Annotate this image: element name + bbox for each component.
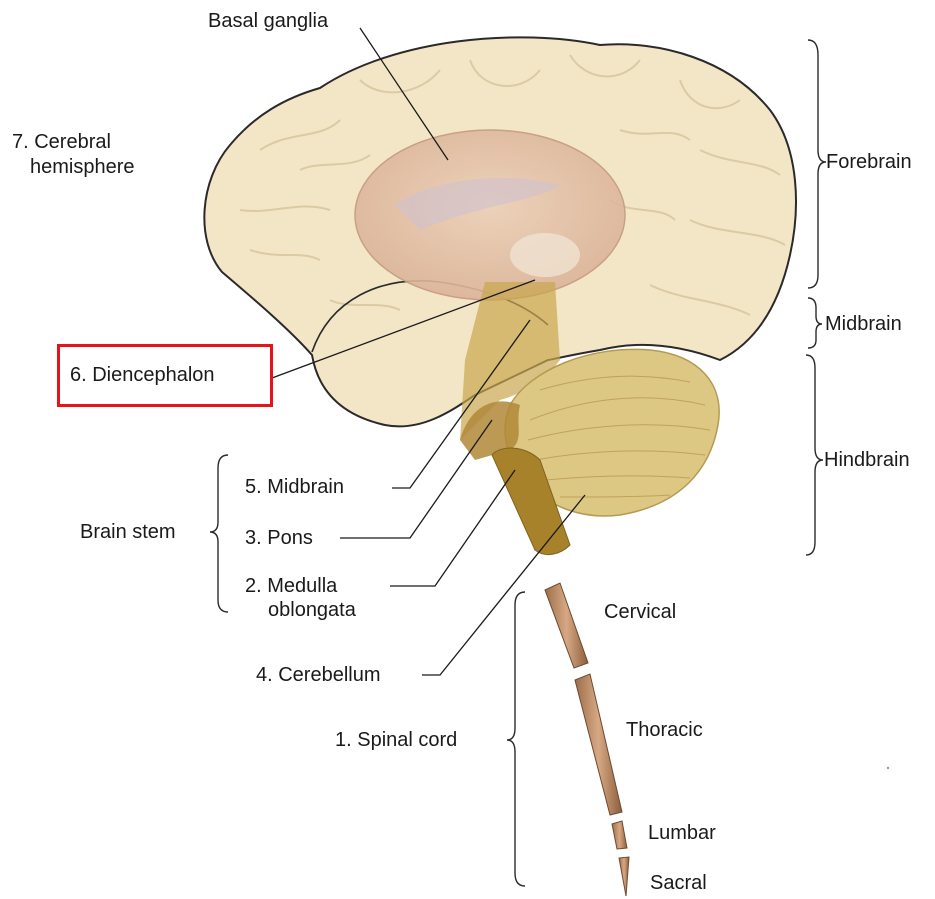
label-midbrain-division: Midbrain: [825, 313, 902, 336]
label-medulla-line1: 2. Medulla: [245, 575, 337, 598]
label-midbrain-numbered: 5. Midbrain: [245, 476, 344, 499]
bracket-hindbrain: [806, 355, 823, 555]
label-sacral: Sacral: [650, 872, 707, 895]
bracket-midbrain: [808, 298, 822, 348]
speck: [887, 767, 889, 769]
label-basal-ganglia: Basal ganglia: [208, 10, 328, 33]
label-cervical: Cervical: [604, 601, 676, 624]
bracket-spinal-cord: [507, 592, 525, 886]
bracket-forebrain: [808, 40, 826, 288]
spinal-cord-cervical: [545, 583, 588, 668]
label-pons: 3. Pons: [245, 527, 313, 550]
thalamus: [510, 233, 580, 277]
label-diencephalon: 6. Diencephalon: [70, 364, 215, 387]
label-thoracic: Thoracic: [626, 719, 703, 742]
label-lumbar: Lumbar: [648, 822, 716, 845]
bracket-brain-stem: [210, 455, 228, 612]
label-cerebellum: 4. Cerebellum: [256, 664, 381, 687]
label-cerebral-hemisphere-line1: 7. Cerebral: [12, 131, 111, 154]
spinal-cord-lumbar: [612, 821, 627, 849]
label-medulla-line2: oblongata: [268, 599, 356, 622]
label-hindbrain: Hindbrain: [824, 449, 910, 472]
spinal-cord-thoracic: [575, 674, 622, 815]
label-cerebral-hemisphere-line2: hemisphere: [30, 156, 135, 179]
label-forebrain: Forebrain: [826, 151, 912, 174]
spinal-cord: [545, 583, 629, 896]
label-spinal-cord: 1. Spinal cord: [335, 729, 457, 752]
label-brain-stem: Brain stem: [80, 521, 176, 544]
basal-ganglia: [355, 130, 625, 300]
spinal-cord-sacral: [619, 857, 629, 896]
